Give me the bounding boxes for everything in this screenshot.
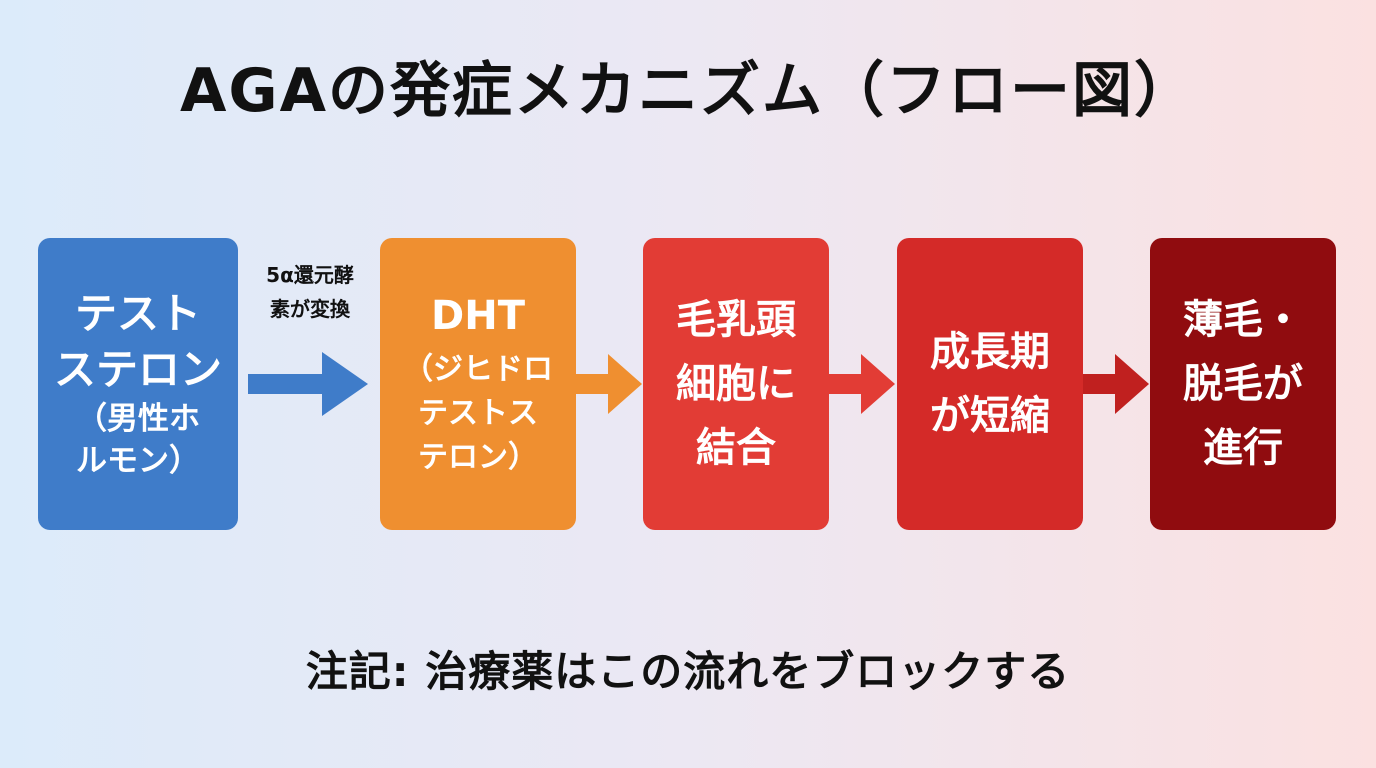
arrow-right-icon bbox=[1083, 354, 1149, 414]
step-label-line: ルモン） bbox=[76, 443, 200, 479]
step-label-line: 毛乳頭 bbox=[676, 297, 796, 343]
step-label-line: が短縮 bbox=[930, 393, 1050, 439]
step-label-line: （男性ホ bbox=[76, 401, 200, 437]
step-label-line: 薄毛・ bbox=[1183, 297, 1303, 343]
flow-step-dht: DHT （ジヒドロ テストス テロン） bbox=[380, 238, 576, 530]
flow-step-papilla-binding: 毛乳頭 細胞に 結合 bbox=[643, 238, 829, 530]
flow-step-testosterone: テスト ステロン （男性ホ ルモン） bbox=[38, 238, 238, 530]
edge-label-line: 素が変換 bbox=[270, 297, 350, 321]
flow-step-growth-shortened: 成長期 が短縮 bbox=[897, 238, 1083, 530]
step-label-line: 結合 bbox=[696, 425, 776, 471]
arrow-right-icon bbox=[248, 352, 368, 416]
step-label-line: 細胞に bbox=[676, 361, 796, 407]
step-label-line: DHT bbox=[431, 293, 525, 339]
step-label-line: テスト bbox=[74, 289, 201, 338]
footnote: 注記: 治療薬はこの流れをブロックする bbox=[305, 647, 1071, 696]
step-label-line: ステロン bbox=[53, 345, 222, 394]
step-label-line: 成長期 bbox=[930, 329, 1050, 375]
step-label-line: テロン） bbox=[418, 440, 538, 475]
flow-step-hair-loss: 薄毛・ 脱毛が 進行 bbox=[1150, 238, 1336, 530]
arrow-right-icon bbox=[829, 354, 895, 414]
step-label-line: 進行 bbox=[1203, 425, 1283, 471]
step-label-line: （ジヒドロ bbox=[403, 352, 553, 387]
edge-label-5a-reductase: 5α還元酵 素が変換 bbox=[240, 258, 380, 326]
step-label-line: 脱毛が bbox=[1183, 361, 1303, 407]
edge-label-line: 5α還元酵 bbox=[266, 263, 354, 287]
page-title: AGAの発症メカニズム（フロー図） bbox=[179, 56, 1197, 126]
step-label-line: テストス bbox=[418, 396, 538, 431]
arrow-right-icon bbox=[576, 354, 642, 414]
